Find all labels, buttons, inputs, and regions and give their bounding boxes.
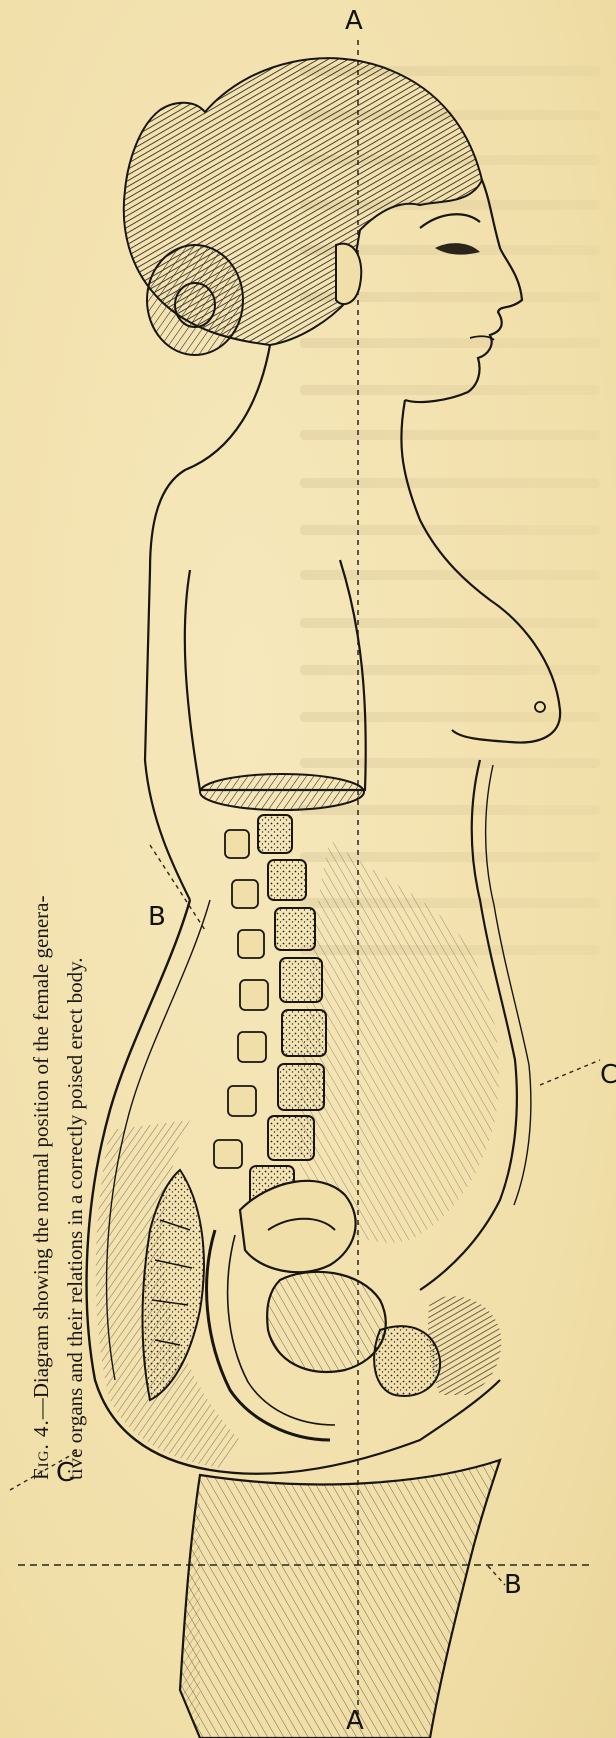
spinous-processes xyxy=(214,830,268,1168)
breast xyxy=(452,600,560,743)
arm-cut-section xyxy=(200,774,364,810)
axis-line-c-right xyxy=(540,1060,600,1085)
label-b-right: B xyxy=(504,1572,522,1598)
caption-line-2: tive organs and their relations in a cor… xyxy=(58,40,92,1480)
eye xyxy=(435,243,480,255)
ear xyxy=(336,244,361,304)
hair-bun xyxy=(147,245,243,355)
neck-front xyxy=(401,400,490,600)
label-c-right: C xyxy=(600,1062,616,1088)
label-b-left: B xyxy=(148,904,166,930)
nipple xyxy=(535,702,545,712)
caption-line-1: Fig. 4.—Diagram showing the normal posit… xyxy=(24,40,58,1480)
axis-line-b-lower xyxy=(488,1566,505,1585)
label-a-top: A xyxy=(345,8,363,34)
caption-line-1-text: —Diagram showing the normal position of … xyxy=(29,896,53,1420)
label-a-bottom: A xyxy=(346,1708,364,1734)
pubic-region xyxy=(428,1296,501,1395)
bladder xyxy=(267,1272,386,1372)
thigh xyxy=(180,1460,500,1738)
arm xyxy=(185,560,366,790)
caption-lead: Fig. 4. xyxy=(29,1419,53,1480)
face-profile xyxy=(405,180,522,402)
figure-caption: Fig. 4.—Diagram showing the normal posit… xyxy=(24,40,92,1480)
neck-back xyxy=(145,345,270,900)
